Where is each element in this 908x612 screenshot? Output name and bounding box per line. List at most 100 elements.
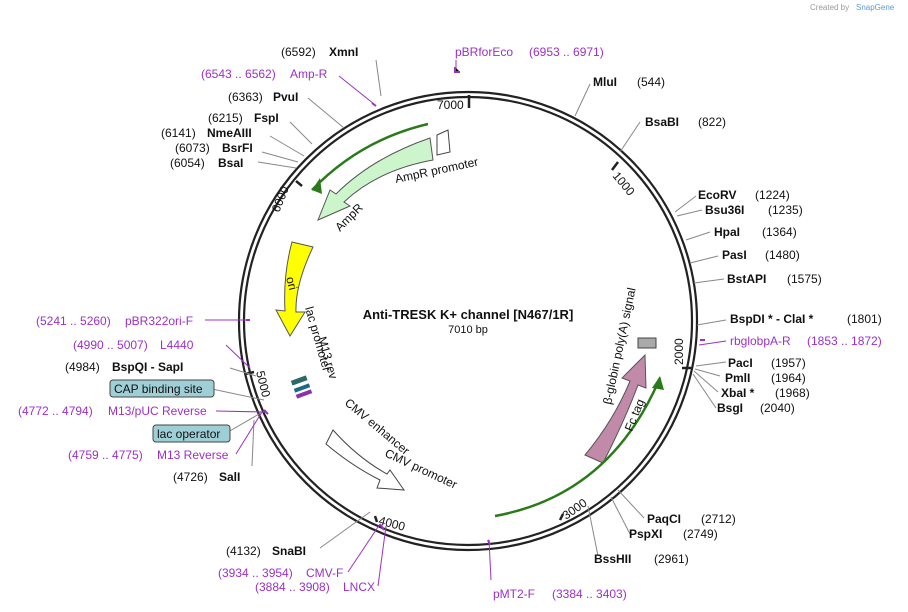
tick-label-1000: 1000	[610, 169, 638, 199]
site-lncx-pos: (3884 .. 3908)	[255, 580, 330, 594]
site-pspxi-name: PspXI	[629, 527, 662, 541]
site-snabi-pos: (4132)	[226, 544, 261, 558]
site-cmv-f-name: CMV-F	[306, 566, 343, 580]
site-paci-pos: (1957)	[771, 356, 806, 370]
feature-label-ori: ori	[283, 275, 300, 292]
tick-label-5000: 5000	[253, 369, 273, 399]
feature-arrows	[275, 122, 664, 518]
site-mlui-pos: (544)	[637, 75, 665, 89]
site-bsrfi-pos: (6073)	[175, 141, 210, 155]
site-xmni-pos: (6592)	[281, 45, 316, 59]
site-l4440-name: L4440	[160, 338, 194, 352]
cap-site-block	[293, 383, 311, 393]
site-labels: (6592) XmnI (6543 .. 6562) Amp-R (6363) …	[18, 45, 882, 601]
site-hpai-pos: (1364)	[762, 225, 797, 239]
ori-arrow	[275, 241, 314, 337]
lac-operator-block	[290, 375, 308, 386]
site-nmeaiii-name: NmeAIII	[207, 126, 252, 140]
site-bsgi-pos: (2040)	[760, 401, 795, 415]
site-bsabi-name: BsaBI	[645, 115, 679, 129]
site-hpai-name: HpaI	[714, 225, 740, 239]
site-sali-pos: (4726)	[173, 470, 208, 484]
site-xmni-name: XmnI	[329, 45, 358, 59]
tick-5000	[244, 370, 255, 376]
ampr-arrow	[317, 137, 434, 221]
site-bsu36i-pos: (1235)	[768, 203, 803, 217]
site-bspdi-clai-pos: (1801)	[847, 312, 882, 326]
tick-6000	[295, 180, 303, 187]
site-m13-puc-reverse-pos: (4772 .. 4794)	[18, 404, 93, 418]
site-pasi-pos: (1480)	[765, 248, 800, 262]
plasmid-title: Anti-TRESK K+ channel [N467/1R]	[363, 307, 574, 322]
site-ecorv-name: EcoRV	[698, 188, 736, 202]
site-bsai-name: BsaI	[218, 156, 243, 170]
site-pbrforeco-name: pBRforEco	[455, 45, 513, 59]
site-pasi-name: PasI	[722, 248, 747, 262]
site-fspi-pos: (6215)	[208, 111, 243, 125]
insert-orf-line	[494, 377, 662, 518]
site-cmv-f-pos: (3934 .. 3954)	[218, 566, 293, 580]
site-l4440-pos: (4990 .. 5007)	[73, 338, 148, 352]
tick-1000	[611, 161, 619, 171]
site-xbai-pos: (1968)	[775, 386, 810, 400]
ampr-orf-arrowhead	[312, 178, 322, 194]
site-amp-r-pos: (6543 .. 6562)	[201, 67, 276, 81]
polya-signal-block	[637, 337, 657, 349]
site-bsshii-name: BssHII	[594, 552, 631, 566]
callout-cap-binding-site-label: CAP binding site	[114, 382, 203, 396]
site-paci-name: PacI	[728, 356, 753, 370]
site-pbrforeco-pos: (6953 .. 6971)	[529, 45, 604, 59]
callout-lac-operator-label: lac operator	[157, 427, 220, 441]
site-lncx-name: LNCX	[343, 580, 375, 594]
site-bsai-pos: (6054)	[170, 156, 205, 170]
site-bsgi-name: BsgI	[717, 401, 743, 415]
site-bstapi-pos: (1575)	[787, 272, 822, 286]
tick-label-6000: 6000	[269, 184, 292, 214]
site-m13-reverse-pos: (4759 .. 4775)	[68, 448, 143, 462]
feature-label-cmv-enhancer: CMV enhancer	[342, 396, 412, 458]
site-rbglobpa-r-pos: (1853 .. 1872)	[807, 334, 882, 348]
leader-lines	[205, 59, 727, 587]
cmv-enhancer-arrow	[325, 429, 406, 491]
site-m13-reverse-name: M13 Reverse	[157, 448, 229, 462]
site-snabi-name: SnaBI	[272, 544, 306, 558]
site-bspqi-sapi-pos: (4984)	[65, 360, 100, 374]
site-bspdi-clai-name: BspDI * - ClaI *	[730, 312, 814, 326]
tick-label-2000: 2000	[672, 338, 686, 365]
site-bsshii-pos: (2961)	[654, 552, 689, 566]
site-paqci-name: PaqCI	[647, 512, 681, 526]
site-pmt2-f-name: pMT2-F	[493, 587, 535, 601]
site-sali-name: SalI	[219, 470, 240, 484]
site-bsabi-pos: (822)	[698, 115, 726, 129]
site-fspi-name: FspI	[254, 111, 279, 125]
site-paqci-pos: (2712)	[701, 512, 736, 526]
ampr-promoter-arrow	[436, 129, 451, 156]
site-rbglobpa-r-name: rbglobpA-R	[730, 334, 791, 348]
site-mlui-name: MluI	[593, 75, 617, 89]
tick-4000	[373, 515, 379, 523]
ampr-orf-line	[311, 122, 429, 191]
site-pmt2-f-pos: (3384 .. 3403)	[552, 587, 627, 601]
tick-3000	[558, 513, 565, 521]
fc-tag-arrow	[584, 353, 647, 464]
site-pmli-name: PmlI	[725, 371, 750, 385]
site-xbai-name: XbaI *	[721, 386, 755, 400]
site-ecorv-pos: (1224)	[755, 188, 790, 202]
callout-cap-binding-site: CAP binding site	[109, 379, 215, 398]
brand-snapgene: SnapGene	[856, 3, 895, 12]
tick-label-7000: 7000	[437, 98, 464, 112]
site-pvui-name: PvuI	[273, 90, 298, 104]
callout-lac-operator: lac operator	[152, 424, 231, 443]
tick-label-4000: 4000	[377, 513, 407, 534]
site-bsrfi-name: BsrFI	[222, 141, 253, 155]
site-pbr322ori-f-name: pBR322ori-F	[125, 314, 193, 328]
backbone-outer-ring	[237, 90, 699, 552]
plasmid-length: 7010 bp	[448, 324, 488, 336]
site-pmli-pos: (1964)	[771, 371, 806, 385]
site-pvui-pos: (6363)	[228, 90, 263, 104]
site-amp-r-name: Amp-R	[290, 67, 328, 81]
coordinate-ticks	[244, 95, 693, 523]
site-m13-puc-reverse-name: M13/pUC Reverse	[108, 404, 207, 418]
